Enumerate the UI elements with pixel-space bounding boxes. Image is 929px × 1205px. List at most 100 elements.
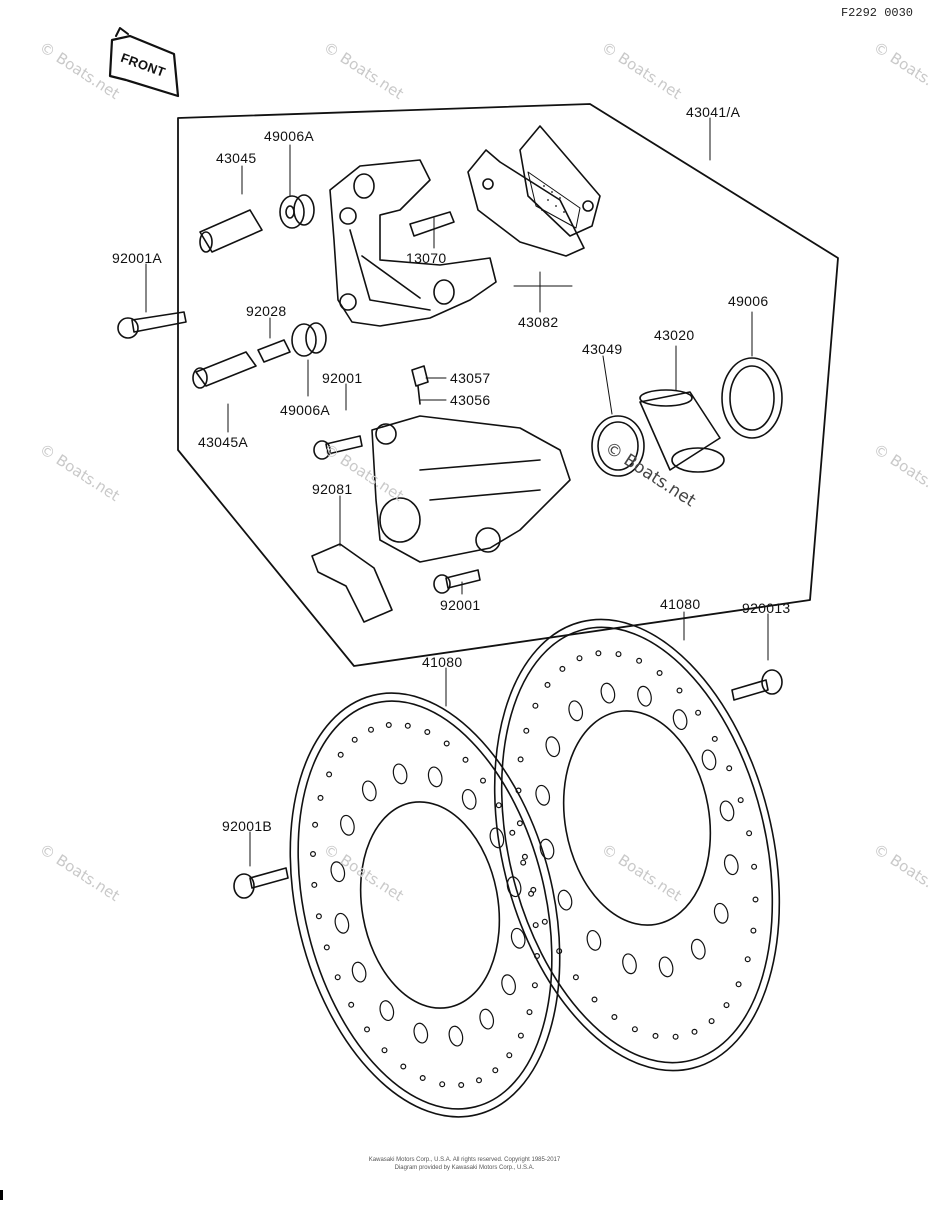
bolt-920013 <box>731 669 783 701</box>
disc-vent-hole <box>404 722 411 729</box>
disc-hole <box>461 788 477 810</box>
disc-hole <box>723 854 739 876</box>
disc-vent-hole <box>480 777 487 784</box>
disc-vent-hole <box>615 651 622 658</box>
disc-vent-hole <box>381 1047 388 1054</box>
shim-13070 <box>409 211 455 237</box>
disc-vent-hole <box>676 687 683 694</box>
disc-vent-hole <box>631 1026 638 1033</box>
copyright-footer: Kawasaki Motors Corp., U.S.A. All rights… <box>0 1156 929 1172</box>
piston-43020 <box>639 389 725 473</box>
bolt-92001-mid <box>313 435 363 460</box>
disc-vent-hole <box>726 765 733 772</box>
disc-vent-hole <box>348 1001 355 1008</box>
sleeve-92028 <box>257 339 291 363</box>
disc-vent-hole <box>544 681 551 688</box>
label-43045a: 43045A <box>198 434 249 450</box>
disc-vent-hole <box>576 655 583 662</box>
disc-vent-hole <box>462 756 469 763</box>
pin-43045a <box>192 351 257 389</box>
label-43056: 43056 <box>450 392 491 408</box>
label-43057: 43057 <box>450 370 491 386</box>
disc-hole <box>600 682 616 704</box>
disc-hole <box>637 685 652 707</box>
label-41080-left: 41080 <box>422 654 463 670</box>
disc-vent-hole <box>517 1032 524 1039</box>
figure-id: F2292 0030 <box>840 6 913 20</box>
label-43049: 43049 <box>582 341 623 357</box>
disc-vent-hole <box>443 740 450 747</box>
disc-vent-hole <box>323 944 330 951</box>
disc-vent-hole <box>516 820 523 827</box>
disc-vent-hole <box>419 1074 426 1081</box>
disc-hole <box>672 709 688 731</box>
disc-vent-hole <box>520 859 527 866</box>
brake-pads-43082 <box>467 125 601 257</box>
disc-hole <box>392 763 408 785</box>
footer-line-1: Kawasaki Motors Corp., U.S.A. All rights… <box>368 1157 561 1163</box>
disc-vent-hole <box>517 756 524 763</box>
disc-hole <box>427 766 443 788</box>
label-43020: 43020 <box>654 327 695 343</box>
disc-hole <box>719 800 735 822</box>
label-92001b: 92001B <box>222 818 273 834</box>
disc-vent-hole <box>310 850 317 857</box>
disc-vent-hole <box>424 728 431 735</box>
disc-vent-hole <box>368 726 375 733</box>
disc-vent-hole <box>526 1009 533 1016</box>
disc-vent-hole <box>311 881 318 888</box>
disc-hole <box>501 974 516 996</box>
disc-vent-hole <box>532 702 539 709</box>
label-92028: 92028 <box>246 303 287 319</box>
disc-holes-right <box>515 650 759 1040</box>
disc-hole <box>535 784 551 806</box>
label-41080-right: 41080 <box>660 596 701 612</box>
disc-vent-hole <box>752 896 759 903</box>
disc-hole <box>568 700 584 722</box>
footer-line-2: Diagram provided by Kawasaki Motors Corp… <box>394 1165 535 1171</box>
disc-hole <box>510 927 526 949</box>
label-49006a-top: 49006A <box>264 128 315 144</box>
disc-hole <box>340 814 355 836</box>
disc-vent-hole <box>541 918 548 925</box>
disc-vent-hole <box>691 1028 698 1035</box>
disc-vent-hole <box>708 1018 715 1025</box>
disc-vent-hole <box>595 650 602 657</box>
pad-texture <box>541 185 571 221</box>
disc-hole <box>448 1025 464 1047</box>
disc-vent-hole <box>400 1063 407 1070</box>
bolt-92001-low <box>433 569 481 594</box>
front-arrow-icon <box>108 27 180 98</box>
disc-vent-hole <box>521 853 528 860</box>
disc-vent-hole <box>572 974 579 981</box>
disc-vent-hole <box>439 1081 446 1088</box>
pad-spring-92081 <box>311 543 393 623</box>
disc-vent-hole <box>611 1013 618 1020</box>
disc-vent-hole <box>744 956 751 963</box>
brake-disc-right <box>493 618 781 1072</box>
disc-vent-hole <box>751 863 758 870</box>
disc-hole <box>351 961 367 983</box>
disc-vent-hole <box>556 948 563 955</box>
disc-vent-hole <box>476 1077 483 1084</box>
disc-hole <box>658 956 674 978</box>
disc-hole <box>713 902 729 924</box>
disc-vent-hole <box>315 913 322 920</box>
disc-vent-hole <box>746 830 753 837</box>
disc-hole <box>413 1022 429 1044</box>
bolt-92001b <box>233 867 289 899</box>
disc-vent-hole <box>515 787 522 794</box>
caliper-bracket <box>329 159 497 327</box>
bleeder-valve-43057 <box>411 365 429 405</box>
disc-hole <box>622 953 637 975</box>
disc-vent-hole <box>672 1033 679 1040</box>
disc-vent-hole <box>532 922 539 929</box>
boot-49006a-top <box>279 194 315 229</box>
disc-vent-hole <box>723 1002 730 1009</box>
disc-hole <box>701 749 717 771</box>
label-43045: 43045 <box>216 150 257 166</box>
disc-vent-hole <box>506 1052 513 1059</box>
disc-vent-hole <box>364 1026 371 1033</box>
brake-disc-left <box>289 692 561 1118</box>
